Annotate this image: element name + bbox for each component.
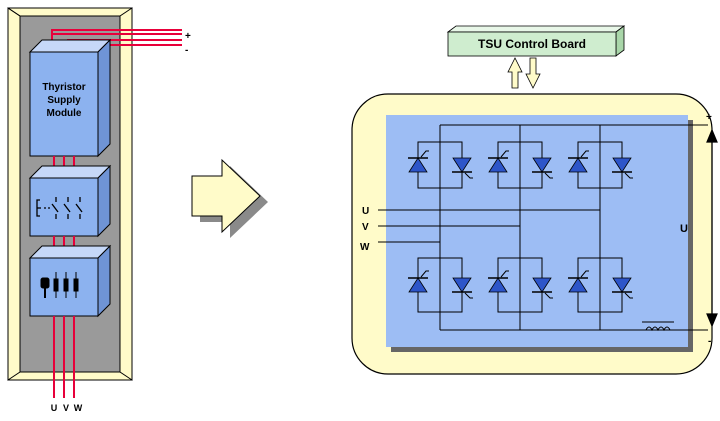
- cabinet-side-left: [7, 7, 21, 381]
- terminal-w-label: W: [74, 403, 83, 413]
- thyristor-supply-module: Thyristor Supply Module: [28, 38, 112, 158]
- converter-panel: [351, 93, 713, 375]
- phase-v-label: V: [362, 222, 369, 233]
- right-arrow-icon: [191, 158, 268, 238]
- thyristor-pair-lower-2: [487, 257, 554, 313]
- cabinet-side-right: [119, 7, 133, 381]
- dc-minus-label: -: [185, 45, 188, 56]
- terminal-u-label: U: [51, 403, 58, 413]
- fuse-module: [28, 244, 112, 318]
- phase-u-label: U: [362, 206, 369, 217]
- thyristor-pair-lower-3: [567, 257, 634, 313]
- switch-module: [28, 164, 112, 238]
- module-label-line2: Supply: [47, 95, 81, 106]
- thyristor-pair-upper-3: [567, 141, 634, 189]
- phase-w-label: W: [360, 242, 370, 253]
- inductor-icon: [642, 321, 674, 332]
- bridge-board: [386, 115, 688, 347]
- thyristor-pair-upper-1: [407, 141, 474, 189]
- module-label-line3: Module: [47, 108, 82, 119]
- thyristor-pair-upper-2: [487, 141, 554, 189]
- thyristor-legs: [407, 141, 634, 313]
- terminal-v-label: V: [63, 403, 69, 413]
- plus-label: +: [706, 112, 712, 123]
- tsu-control-board: TSU Control Board: [446, 25, 626, 57]
- terminal-wires: [53, 316, 75, 398]
- module-label-line1: Thyristor: [42, 82, 85, 93]
- fuse-icon: [40, 272, 79, 298]
- dc-plus-label: +: [185, 31, 191, 42]
- switch-icon: [36, 197, 83, 219]
- bridge-circuit: [378, 124, 708, 331]
- dc-voltage-arrow: [706, 128, 718, 328]
- thyristor-pair-lower-1: [407, 257, 474, 313]
- dc-voltage-label: U: [680, 223, 688, 235]
- bidirectional-arrow-icon: [507, 57, 541, 89]
- control-board-label: TSU Control Board: [478, 37, 586, 51]
- minus-label: -: [708, 336, 711, 347]
